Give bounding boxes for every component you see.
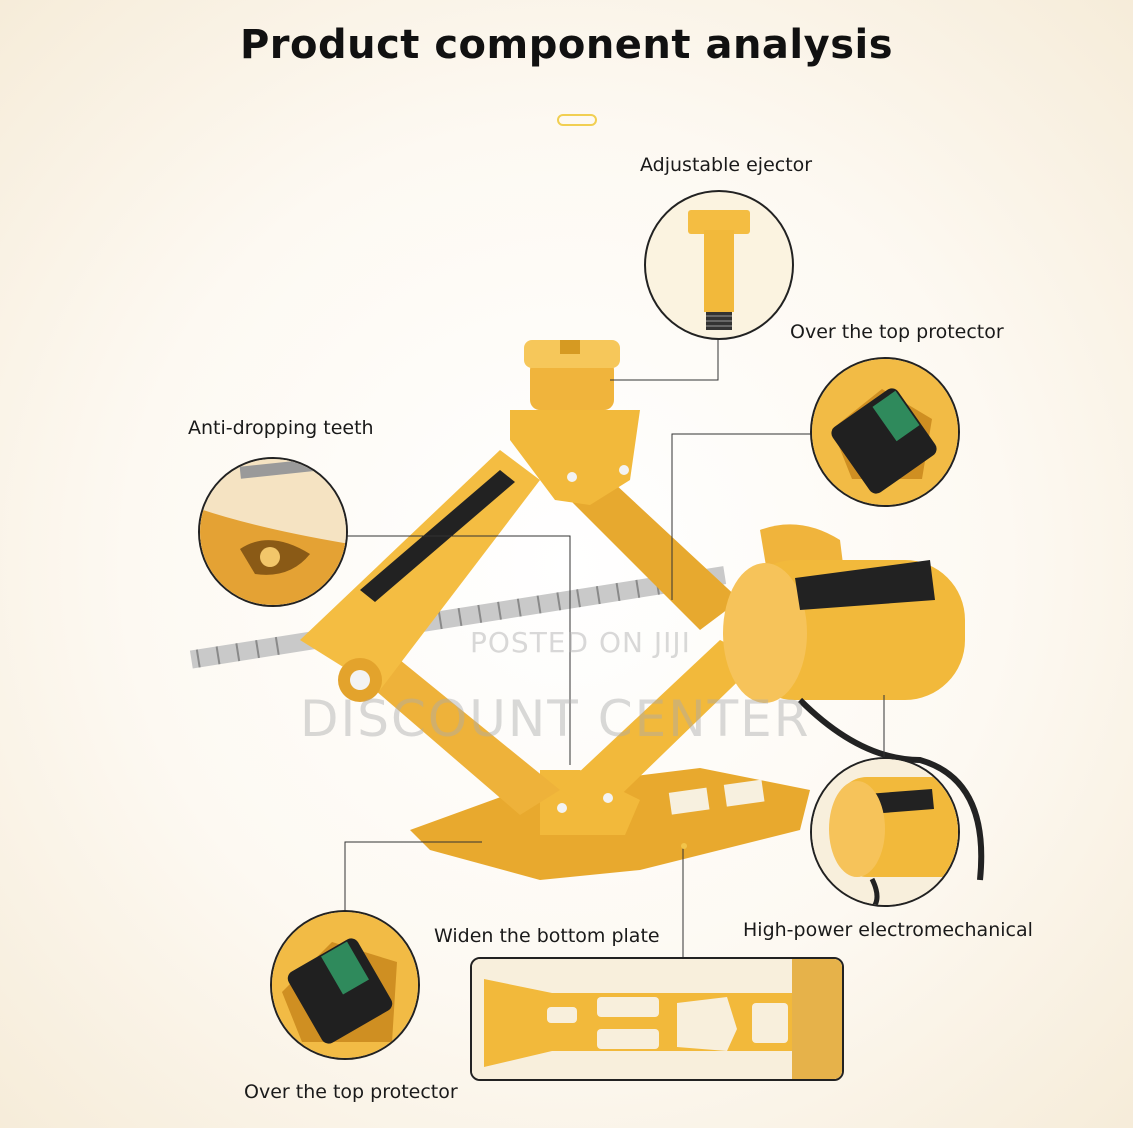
widen-bottom-plate-panel: [470, 957, 844, 1081]
label-adjustable-ejector: Adjustable ejector: [640, 154, 813, 176]
over-top-protector-callout-bottom: [270, 910, 420, 1060]
adjustable-ejector-callout: [644, 190, 794, 340]
high-power-electromechanical-callout: [810, 757, 960, 907]
decorative-pill: [557, 114, 597, 126]
page-title: Product component analysis: [239, 22, 894, 68]
label-anti-dropping-teeth: Anti-dropping teeth: [188, 417, 374, 439]
label-over-top-protector-bottom: Over the top protector: [244, 1081, 458, 1103]
label-over-top-protector-right: Over the top protector: [790, 321, 1004, 343]
anti-dropping-teeth-callout: [198, 457, 348, 607]
label-widen-bottom-plate: Widen the bottom plate: [434, 925, 660, 947]
over-top-protector-callout-right: [810, 357, 960, 507]
label-high-power-electromechanical: High-power electromechanical: [743, 919, 1033, 941]
